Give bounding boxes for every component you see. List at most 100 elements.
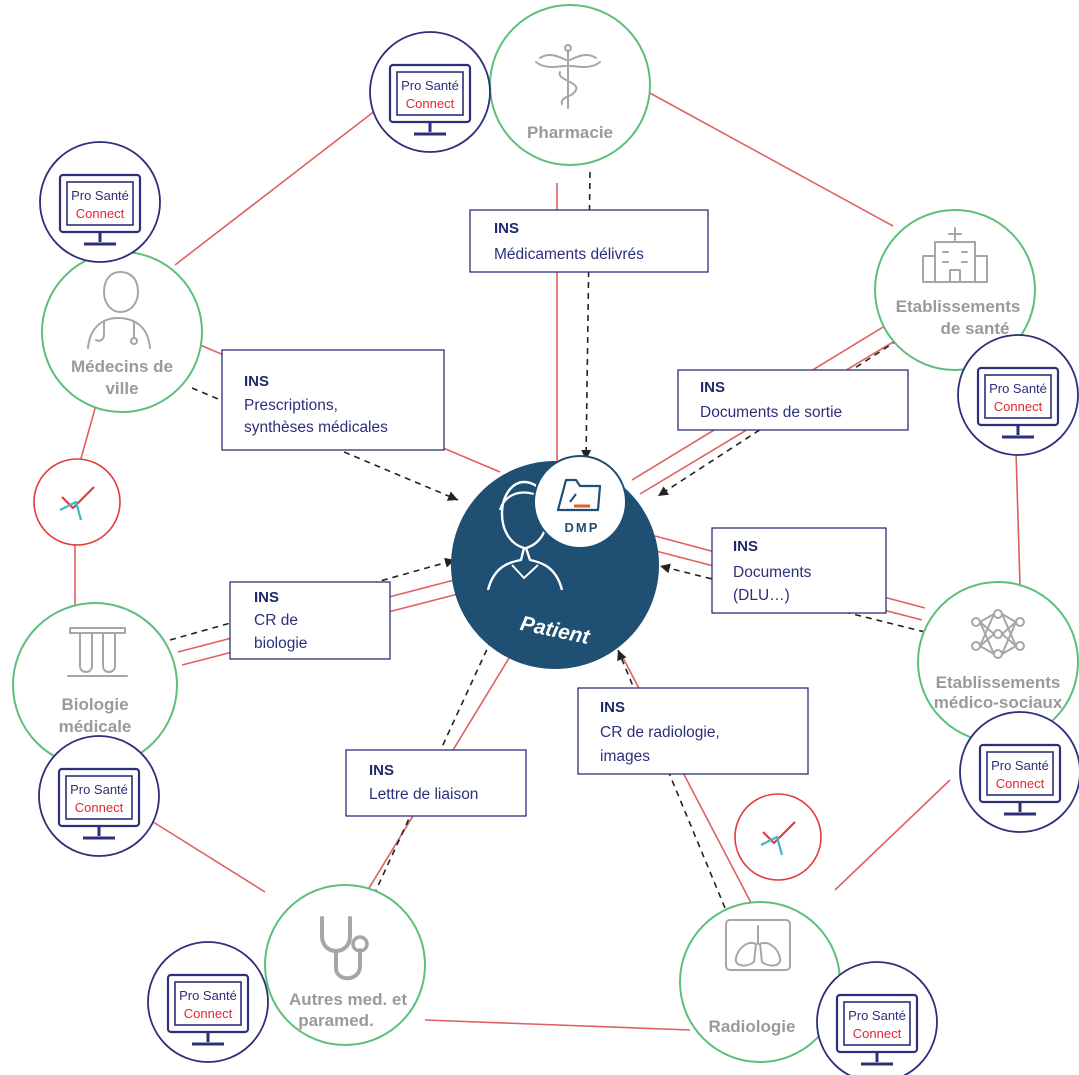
psc-badge-etablissements-sante-line1: Pro Santé <box>989 381 1047 396</box>
node-etablissements-sante-label-1: de santé <box>941 319 1010 338</box>
psc-badge-medecins-line1: Pro Santé <box>71 188 129 203</box>
lungs-icon <box>725 919 791 971</box>
node-pharmacie-label-0: Pharmacie <box>527 123 613 142</box>
ins-box-pharmacie-rect <box>469 209 709 273</box>
mailbox-icon <box>760 821 796 856</box>
ins-box-dlu-rect <box>711 527 887 614</box>
psc-badge-etablissements-sante-line2: Connect <box>994 399 1043 414</box>
node-etablissements-medico-sociaux: Etablissements médico-sociaux <box>917 581 1079 743</box>
psc-badge-radiologie-line1: Pro Santé <box>848 1008 906 1023</box>
ins-box-pharmacie-line-0: Médicaments délivrés <box>494 246 644 263</box>
psc-badge-radiologie: Pro Santé Connect <box>816 961 938 1075</box>
node-autres-med-label-1: paramed. <box>298 1011 374 1030</box>
psc-badge-autres-med: Pro Santé Connect <box>147 941 269 1063</box>
ring-line-medico-radiologie <box>834 779 951 891</box>
ring-line-radiologie-autres <box>424 1019 691 1031</box>
ins-box-radiologie: INS CR de radiologie, images <box>577 687 809 775</box>
ins-box-medecins-line-1: synthèses médicales <box>244 419 388 436</box>
dmp-label: DMP <box>565 520 600 535</box>
psc-badge-autres-med-inner <box>174 981 242 1026</box>
node-pharmacie: Pharmacie <box>489 4 651 166</box>
dmp-folder-icon <box>556 478 602 512</box>
ring-line-messagerie-medecins <box>79 404 97 463</box>
ring-line-autres-psc-biologie <box>149 819 266 893</box>
ins-box-medecins-line-0: Prescriptions, <box>244 397 338 414</box>
node-etablissements-sante: Etablissements de santé <box>874 209 1036 371</box>
ins-box-biologie: INS CR de biologie <box>229 581 391 660</box>
arrow-autres-to-patient <box>359 633 495 926</box>
ins-box-biologie-rect <box>229 581 391 660</box>
ins-box-biologie-line-1: biologie <box>254 635 307 652</box>
caduceus-icon <box>535 44 601 109</box>
node-medecins: Médecins de ville <box>41 251 203 413</box>
ins-box-dlu-title: INS <box>733 538 758 555</box>
psc-badge-medecins-line2: Connect <box>76 206 125 221</box>
ins-box-liaison-title: INS <box>369 762 394 779</box>
ins-box-biologie-title: INS <box>254 589 279 606</box>
ins-box-radiologie-line-1: images <box>600 748 650 765</box>
node-medecins-label-0: Médecins de <box>71 357 173 376</box>
test-tubes-icon <box>67 627 128 677</box>
psc-badge-etablissements-sante-inner <box>984 374 1052 419</box>
node-biologie: Biologie médicale <box>12 602 178 768</box>
ins-box-sortie: INS Documents de sortie <box>677 369 909 431</box>
messagerie-badge-left <box>33 458 121 546</box>
psc-badge-autres-med-line1: Pro Santé <box>179 988 237 1003</box>
ins-box-dlu-line-1: (DLU…) <box>733 587 790 604</box>
psc-badge-pharmacie: Pro Santé Connect <box>369 31 491 153</box>
ins-box-sortie-title: INS <box>700 379 725 396</box>
ring-line-medecins-pharmacie <box>174 109 377 266</box>
ins-box-sortie-rect <box>677 369 909 431</box>
node-etablissements-sante-circle <box>874 209 1036 371</box>
node-autres-med: Autres med. et paramed. <box>264 884 426 1046</box>
psc-badge-biologie-line1: Pro Santé <box>70 782 128 797</box>
psc-badge-medico-sociaux-line2: Connect <box>996 776 1045 791</box>
node-etablissements-medico-sociaux-label-1: médico-sociaux <box>934 693 1063 712</box>
ins-box-biologie-line-0: CR de <box>254 612 298 629</box>
ins-box-medecins-title: INS <box>244 373 269 390</box>
dmp-badge-circle <box>533 455 627 549</box>
dmp-badge: DMP <box>533 455 627 549</box>
ins-box-dlu: INS Documents (DLU…) <box>711 527 887 614</box>
stethoscope-icon <box>320 916 369 981</box>
ins-box-liaison: INS Lettre de liaison <box>345 749 527 817</box>
ins-box-radiologie-title: INS <box>600 699 625 716</box>
psc-badge-biologie: Pro Santé Connect <box>38 735 160 857</box>
psc-badge-medecins-inner <box>66 181 134 226</box>
node-etablissements-sante-label-0: Etablissements <box>896 297 1021 316</box>
mailbox-icon <box>59 486 95 521</box>
psc-badge-biologie-line2: Connect <box>75 800 124 815</box>
psc-badge-medico-sociaux-line1: Pro Santé <box>991 758 1049 773</box>
ins-box-radiologie-rect <box>577 687 809 775</box>
node-radiologie-circle <box>679 901 841 1063</box>
psc-badge-radiologie-inner <box>843 1001 911 1046</box>
psc-badge-pharmacie-line2: Connect <box>406 96 455 111</box>
node-autres-med-circle <box>264 884 426 1046</box>
psc-badge-medico-sociaux-inner <box>986 751 1054 796</box>
node-radiologie: Radiologie <box>679 901 841 1063</box>
ring-line-pharmacie-etab-sante <box>647 91 894 227</box>
node-autres-med-label-0: Autres med. et <box>289 990 407 1009</box>
ins-box-radiologie-line-0: CR de radiologie, <box>600 724 720 741</box>
doctor-icon <box>87 271 151 349</box>
node-medecins-label-1: ville <box>105 379 138 398</box>
node-radiologie-label-0: Radiologie <box>709 1017 796 1036</box>
psc-badge-autres-med-line2: Connect <box>184 1006 233 1021</box>
ins-box-medecins-rect <box>221 349 445 451</box>
psc-badge-pharmacie-inner <box>396 71 464 116</box>
ins-box-liaison-rect <box>345 749 527 817</box>
network-icon <box>971 609 1025 659</box>
ins-box-sortie-line-0: Documents de sortie <box>700 404 842 421</box>
node-biologie-label-0: Biologie <box>61 695 128 714</box>
messagerie-badge-right <box>734 793 822 881</box>
node-biologie-label-1: médicale <box>59 717 132 736</box>
ins-box-pharmacie: INS Médicaments délivrés <box>469 209 709 273</box>
psc-badge-biologie-inner <box>65 775 133 820</box>
patient-node: Patient DMP <box>451 455 659 669</box>
psc-badge-medico-sociaux: Pro Santé Connect <box>959 711 1079 833</box>
psc-badge-medecins: Pro Santé Connect <box>39 141 161 263</box>
ins-box-liaison-line-0: Lettre de liaison <box>369 786 478 803</box>
psc-badge-radiologie-line2: Connect <box>853 1026 902 1041</box>
psc-badge-pharmacie-line1: Pro Santé <box>401 78 459 93</box>
